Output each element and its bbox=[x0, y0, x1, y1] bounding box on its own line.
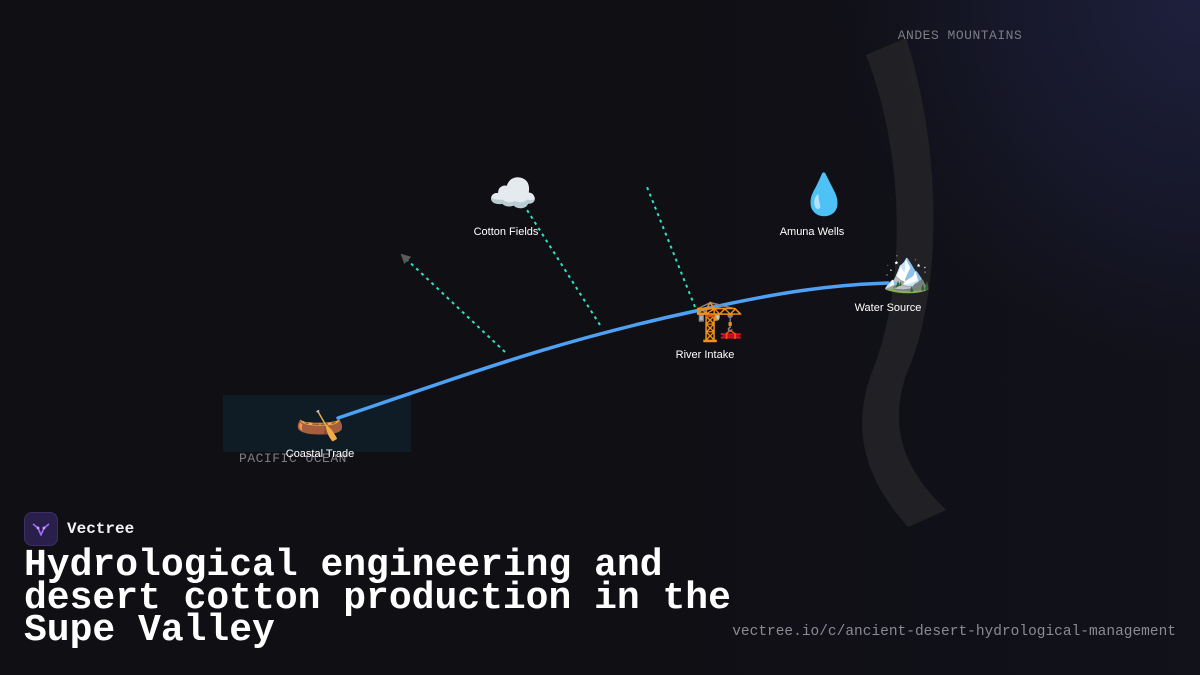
vectree-logo-icon bbox=[24, 512, 58, 546]
pacific-label: PACIFIC OCEAN bbox=[239, 451, 347, 466]
node-coastal-trade: 🛶 Coastal Trade bbox=[286, 398, 354, 460]
andes-mountain-band bbox=[862, 38, 946, 527]
node-label-amuna-wells: Amuna Wells bbox=[780, 226, 845, 238]
node-water-source: 🏔️ Water Source bbox=[855, 250, 932, 314]
node-cotton-fields: ☁️ Cotton Fields bbox=[474, 172, 539, 238]
node-label-river-intake: River Intake bbox=[676, 349, 735, 361]
brand: Vectree bbox=[24, 512, 134, 546]
snow-mountain-icon: 🏔️ bbox=[882, 250, 932, 294]
canal-to-cotton-fields bbox=[526, 209, 601, 326]
andes-label: ANDES MOUNTAINS bbox=[898, 28, 1023, 43]
node-label-coastal-trade: Coastal Trade bbox=[286, 448, 354, 460]
page-title: Hydrological engineering and desert cott… bbox=[24, 544, 731, 652]
canal-to-upper-valley bbox=[646, 186, 696, 308]
node-label-cotton-fields: Cotton Fields bbox=[474, 226, 539, 238]
canoe-icon: 🛶 bbox=[295, 398, 345, 442]
node-amuna-wells: 💧 Amuna Wells bbox=[780, 171, 849, 238]
node-label-water-source: Water Source bbox=[855, 302, 922, 314]
brand-name: Vectree bbox=[67, 520, 135, 538]
river-path bbox=[336, 281, 890, 420]
node-river-intake: 🏗️ River Intake bbox=[676, 299, 744, 361]
cloud-icon: ☁️ bbox=[488, 172, 538, 216]
construction-crane-icon: 🏗️ bbox=[694, 299, 744, 343]
page-url: vectree.io/c/ancient-desert-hydrological… bbox=[732, 624, 1176, 640]
canal-to-trade-arrow bbox=[400, 253, 506, 353]
droplet-icon: 💧 bbox=[799, 171, 849, 217]
